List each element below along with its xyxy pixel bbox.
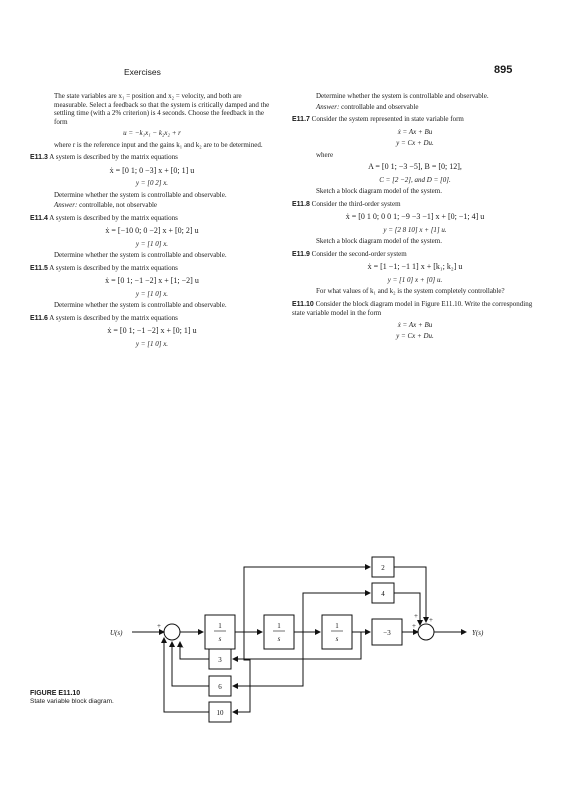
left-column: The state variables are x₁ = position an…: [30, 92, 274, 351]
page-number: 895: [494, 64, 513, 76]
e11-10-state-eq: ẋ = Ax + Bu: [397, 320, 433, 329]
right-column: Determine whether the system is controll…: [292, 92, 538, 344]
integrator-1-den: s: [219, 635, 222, 643]
e11-7-state-eq: ẋ = Ax + Bu: [397, 127, 433, 136]
e11-4-state-eq: ẋ = [−10 0; 0 −2] x + [0; 2] u: [105, 226, 199, 235]
e11-7-where: where: [316, 150, 334, 159]
e11-10-output-eq: y = Cx + Du.: [396, 332, 434, 340]
sum-output-plus-top: +: [429, 616, 433, 624]
exercise-e11-7: E11.7 Consider the system represented in…: [292, 115, 464, 123]
exercise-e11-9: E11.9 Consider the second-order system: [292, 249, 407, 258]
figure-caption-text: State variable block diagram.: [30, 698, 114, 705]
feedback-wire-10-out: [161, 637, 209, 713]
integrator-1-num: 1: [218, 622, 222, 630]
gain-6-label: 6: [218, 683, 222, 691]
feedforward-wire-4-out: [394, 592, 423, 626]
e11-7-matrix-ab: A = [0 1; −3 −5], B = [0; 12],: [368, 162, 462, 171]
e11-5-state-eq: ẋ = [0 1; −1 −2] x + [1; −2] u: [105, 276, 199, 285]
exercise-e11-5: E11.5 A system is described by the matri…: [30, 263, 178, 272]
e11-6-question: Determine whether the system is controll…: [316, 92, 489, 100]
gain-10-label: 10: [217, 709, 225, 717]
integrator-block-1: [204, 614, 236, 650]
e11-5-output-eq: y = [1 0] x.: [135, 289, 169, 298]
sum-input-plus: +: [157, 622, 161, 630]
summing-junction-input: [163, 623, 181, 641]
running-header: Exercises: [124, 67, 161, 77]
e11-8-state-eq: ẋ = [0 1 0; 0 0 1; −9 −3 −1] x + [0; −1;…: [345, 212, 485, 221]
feedback-wire-3: [232, 632, 362, 662]
e11-9-output-eq: y = [1 0] x + [0] u.: [387, 275, 443, 284]
feedforward-wire-2-out: [394, 566, 429, 623]
gain-4-label: 4: [381, 590, 385, 598]
input-label: U(s): [110, 629, 123, 637]
gain-3-label: 3: [218, 656, 222, 664]
sum-output-plus-top2: +: [414, 612, 418, 620]
e11-7-output-eq: y = Cx + Du.: [396, 139, 434, 147]
feedback-wire-6: [232, 632, 304, 689]
feedforward-wire-4: [302, 590, 371, 632]
feedforward-wire-2: [243, 564, 371, 632]
feedback-wire-10: [232, 632, 251, 715]
e11-5-question: Determine whether the system is controll…: [54, 301, 227, 309]
exercise-e11-8: E11.8 Consider the third-order system: [292, 199, 401, 208]
figure-title: FIGURE E11.10: [30, 690, 81, 697]
integrator-2-den: s: [278, 635, 281, 643]
e11-3-question: Determine whether the system is controll…: [54, 190, 227, 199]
e11-8-task: Sketch a block diagram model of the syst…: [316, 237, 442, 245]
e11-3-answer: Answer: controllable, not observable: [54, 201, 158, 209]
e11-6-answer: Answer: controllable and observable: [316, 102, 419, 111]
integrator-3-num: 1: [335, 622, 339, 630]
e11-4-output-eq: y = [1 0] x.: [135, 239, 169, 248]
e11-8-output-eq: y = [2 8 10] x + [1] u.: [383, 225, 447, 234]
e11-9-state-eq: ẋ = [1 −1; −1 1] x + [k₁; k₂] u: [367, 262, 463, 271]
figure-caption: FIGURE E11.10 State variable block diagr…: [30, 690, 130, 706]
e11-7-matrix-cd: C = [2 −2], and D = [0].: [379, 175, 451, 184]
gain-2-label: 2: [381, 564, 385, 572]
integrator-block-2: [263, 614, 295, 650]
e11-7-task: Sketch a block diagram model of the syst…: [316, 187, 442, 195]
output-label: Y(s): [472, 629, 484, 637]
exercise-e11-3: E11.3 A system is described by the matri…: [30, 153, 178, 161]
exercise-e11-6: E11.6 A system is described by the matri…: [30, 313, 178, 322]
gain-forward-label: −3: [383, 629, 391, 637]
intro-text: The state variables are x₁ = position an…: [54, 92, 270, 126]
e11-3-state-eq: ẋ = [0 1; 0 −3] x + [0; 1] u: [109, 165, 195, 175]
sum-input-minus: −: [180, 644, 184, 652]
e11-3-output-eq: y = [0 2] x.: [135, 179, 169, 187]
sum-output-plus-left: +: [412, 622, 416, 630]
e11-6-state-eq: ẋ = [0 1; −1 −2] x + [0; 1] u: [107, 326, 197, 335]
exercise-e11-4: E11.4 A system is described by the matri…: [30, 213, 178, 222]
integrator-3-den: s: [336, 635, 339, 643]
summing-junction-output: [417, 623, 435, 641]
intro-equation: u = −k₁x₁ − k₂x₂ + r: [123, 129, 181, 137]
e11-9-question: For what values of k₁ and k₂ is the syst…: [316, 287, 505, 295]
feedback-wire-3-out: [177, 641, 209, 660]
e11-4-question: Determine whether the system is controll…: [54, 251, 227, 259]
integrator-block-3: [321, 614, 353, 650]
feedback-wire-6-out: [169, 641, 209, 687]
exercise-e11-10: E11.10 Consider the block diagram model …: [292, 299, 533, 318]
e11-6-output-eq: y = [1 0] x.: [135, 339, 169, 348]
intro-after: where r is the reference input and the g…: [54, 140, 263, 149]
integrator-2-num: 1: [277, 622, 281, 630]
